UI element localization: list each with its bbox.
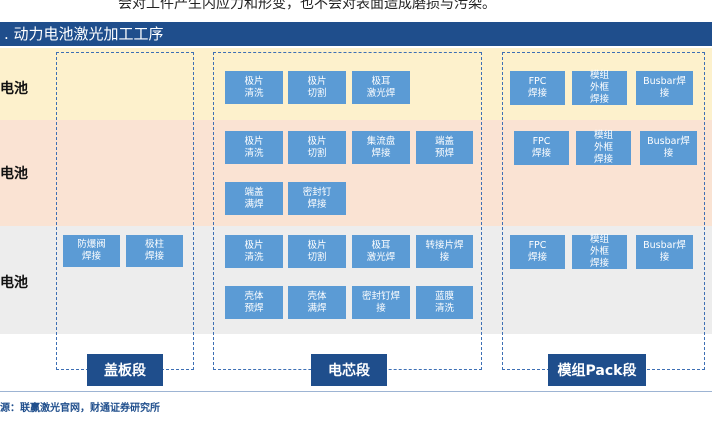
process-box: 极耳 激光焊	[352, 235, 410, 268]
process-box: FPC 焊接	[510, 71, 565, 105]
process-box: Busbar焊 接	[636, 235, 693, 269]
process-box: 极片 清洗	[225, 71, 283, 104]
cover-segment-label: 盖板段	[87, 354, 163, 386]
process-box: Busbar焊 接	[636, 71, 693, 105]
process-box: 极片 清洗	[225, 235, 283, 268]
process-box: FPC 焊接	[510, 235, 565, 269]
process-box: 极片 清洗	[225, 131, 283, 164]
row-label-2: 电池	[0, 166, 28, 182]
process-box: FPC 焊接	[514, 131, 569, 165]
process-box: 蓝膜 清洗	[416, 286, 473, 319]
cell-segment-label: 电芯段	[311, 354, 387, 386]
process-box: 壳体 预焊	[225, 286, 283, 319]
intro-text: 会对工件产生内应力和形变，也不会对表面造成磨损与污染。	[118, 0, 496, 12]
process-box: 密封钉 焊接	[288, 182, 346, 215]
process-box: 极片 切割	[288, 131, 346, 164]
cover-segment-frame	[56, 52, 194, 370]
process-box: 集流盘 焊接	[352, 131, 410, 164]
process-box: 端盖 满焊	[225, 182, 283, 215]
process-box: 模组 外框 焊接	[572, 234, 627, 269]
process-box: Busbar焊 接	[640, 131, 697, 165]
process-box: 转接片焊 接	[416, 235, 473, 268]
row-label-3: 电池	[0, 275, 28, 291]
process-box: 极柱 焊接	[126, 235, 183, 267]
process-box: 防爆阀 焊接	[63, 235, 120, 267]
process-box: 极耳 激光焊	[352, 71, 410, 104]
process-box: 端盖 预焊	[416, 131, 473, 164]
process-box: 壳体 满焊	[288, 286, 346, 319]
process-box: 模组 外框 焊接	[572, 70, 627, 105]
process-box: 密封钉焊 接	[352, 286, 410, 319]
source-note: 源：联赢激光官网，财通证券研究所	[0, 403, 160, 414]
process-box: 极片 切割	[288, 235, 346, 268]
row-label-1: 电池	[0, 81, 28, 97]
pack-segment-label: 模组Pack段	[548, 354, 646, 386]
process-box: 极片 切割	[288, 71, 346, 104]
process-box: 模组 外框 焊接	[576, 130, 631, 165]
figure-title: . 动力电池激光加工工序	[0, 22, 712, 46]
bottom-divider	[0, 391, 712, 392]
